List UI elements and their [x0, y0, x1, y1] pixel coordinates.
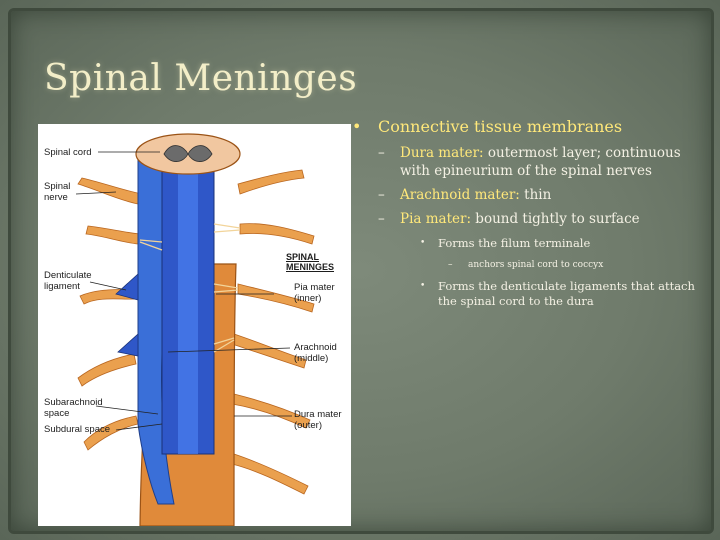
text-pia: bound tightly to surface	[471, 211, 640, 227]
cord-highlight	[178, 152, 198, 454]
detail-denticulate-text: Forms the denticulate ligaments that att…	[438, 279, 712, 309]
dash-icon: –	[378, 210, 400, 228]
label-spinal-cord: Spinal cord	[44, 147, 92, 158]
denticulate-ligaments	[116, 274, 138, 356]
spinal-meninges-figure: Spinal cord Spinal nerve Denticulate lig…	[38, 124, 351, 526]
bullet-dot-icon: •	[350, 116, 378, 138]
label-subdural-space: Subdural space	[44, 424, 126, 435]
term-dura: Dura mater:	[400, 145, 484, 161]
text-arachnoid: thin	[520, 187, 551, 203]
right-nerve-roots	[232, 170, 314, 494]
dash-icon: –	[448, 259, 468, 271]
term-arachnoid: Arachnoid mater:	[400, 187, 520, 203]
detail-denticulate: • Forms the denticulate ligaments that a…	[350, 279, 712, 309]
sub-bullet-dura: – Dura mater: outermost layer; continuou…	[350, 144, 712, 180]
sub-bullet-pia: – Pia mater: bound tightly to surface	[350, 210, 712, 228]
label-spinal-nerve: Spinal nerve	[44, 181, 84, 203]
slide-title: Spinal Meninges	[44, 58, 357, 99]
dash-icon: –	[378, 144, 400, 180]
label-arachnoid: Arachnoid (middle)	[294, 342, 350, 364]
sub-bullet-arachnoid: – Arachnoid mater: thin	[350, 186, 712, 204]
detail-coccyx: – anchors spinal cord to coccyx	[350, 259, 712, 271]
dash-icon: –	[378, 186, 400, 204]
label-dura-mater: Dura mater (outer)	[294, 409, 350, 431]
bullet-text: Connective tissue membranes	[378, 116, 622, 138]
detail-filum-text: Forms the filum terminale	[438, 236, 590, 251]
detail-coccyx-text: anchors spinal cord to coccyx	[468, 259, 603, 271]
label-spinal-meninges: SPINAL MENINGES	[286, 252, 332, 272]
detail-filum: • Forms the filum terminale	[350, 236, 712, 251]
bullet-level-1: • Connective tissue membranes	[350, 116, 712, 138]
bullet-list: • Connective tissue membranes – Dura mat…	[350, 116, 712, 309]
bullet-dot-icon: •	[420, 236, 438, 251]
bullet-dot-icon: •	[420, 279, 438, 309]
label-pia-mater: Pia mater (inner)	[294, 282, 350, 304]
label-denticulate-ligament: Denticulate ligament	[44, 270, 92, 292]
term-pia: Pia mater:	[400, 211, 471, 227]
spinal-cord-illustration	[38, 124, 351, 526]
label-subarachnoid-space: Subarachnoid space	[44, 397, 114, 419]
